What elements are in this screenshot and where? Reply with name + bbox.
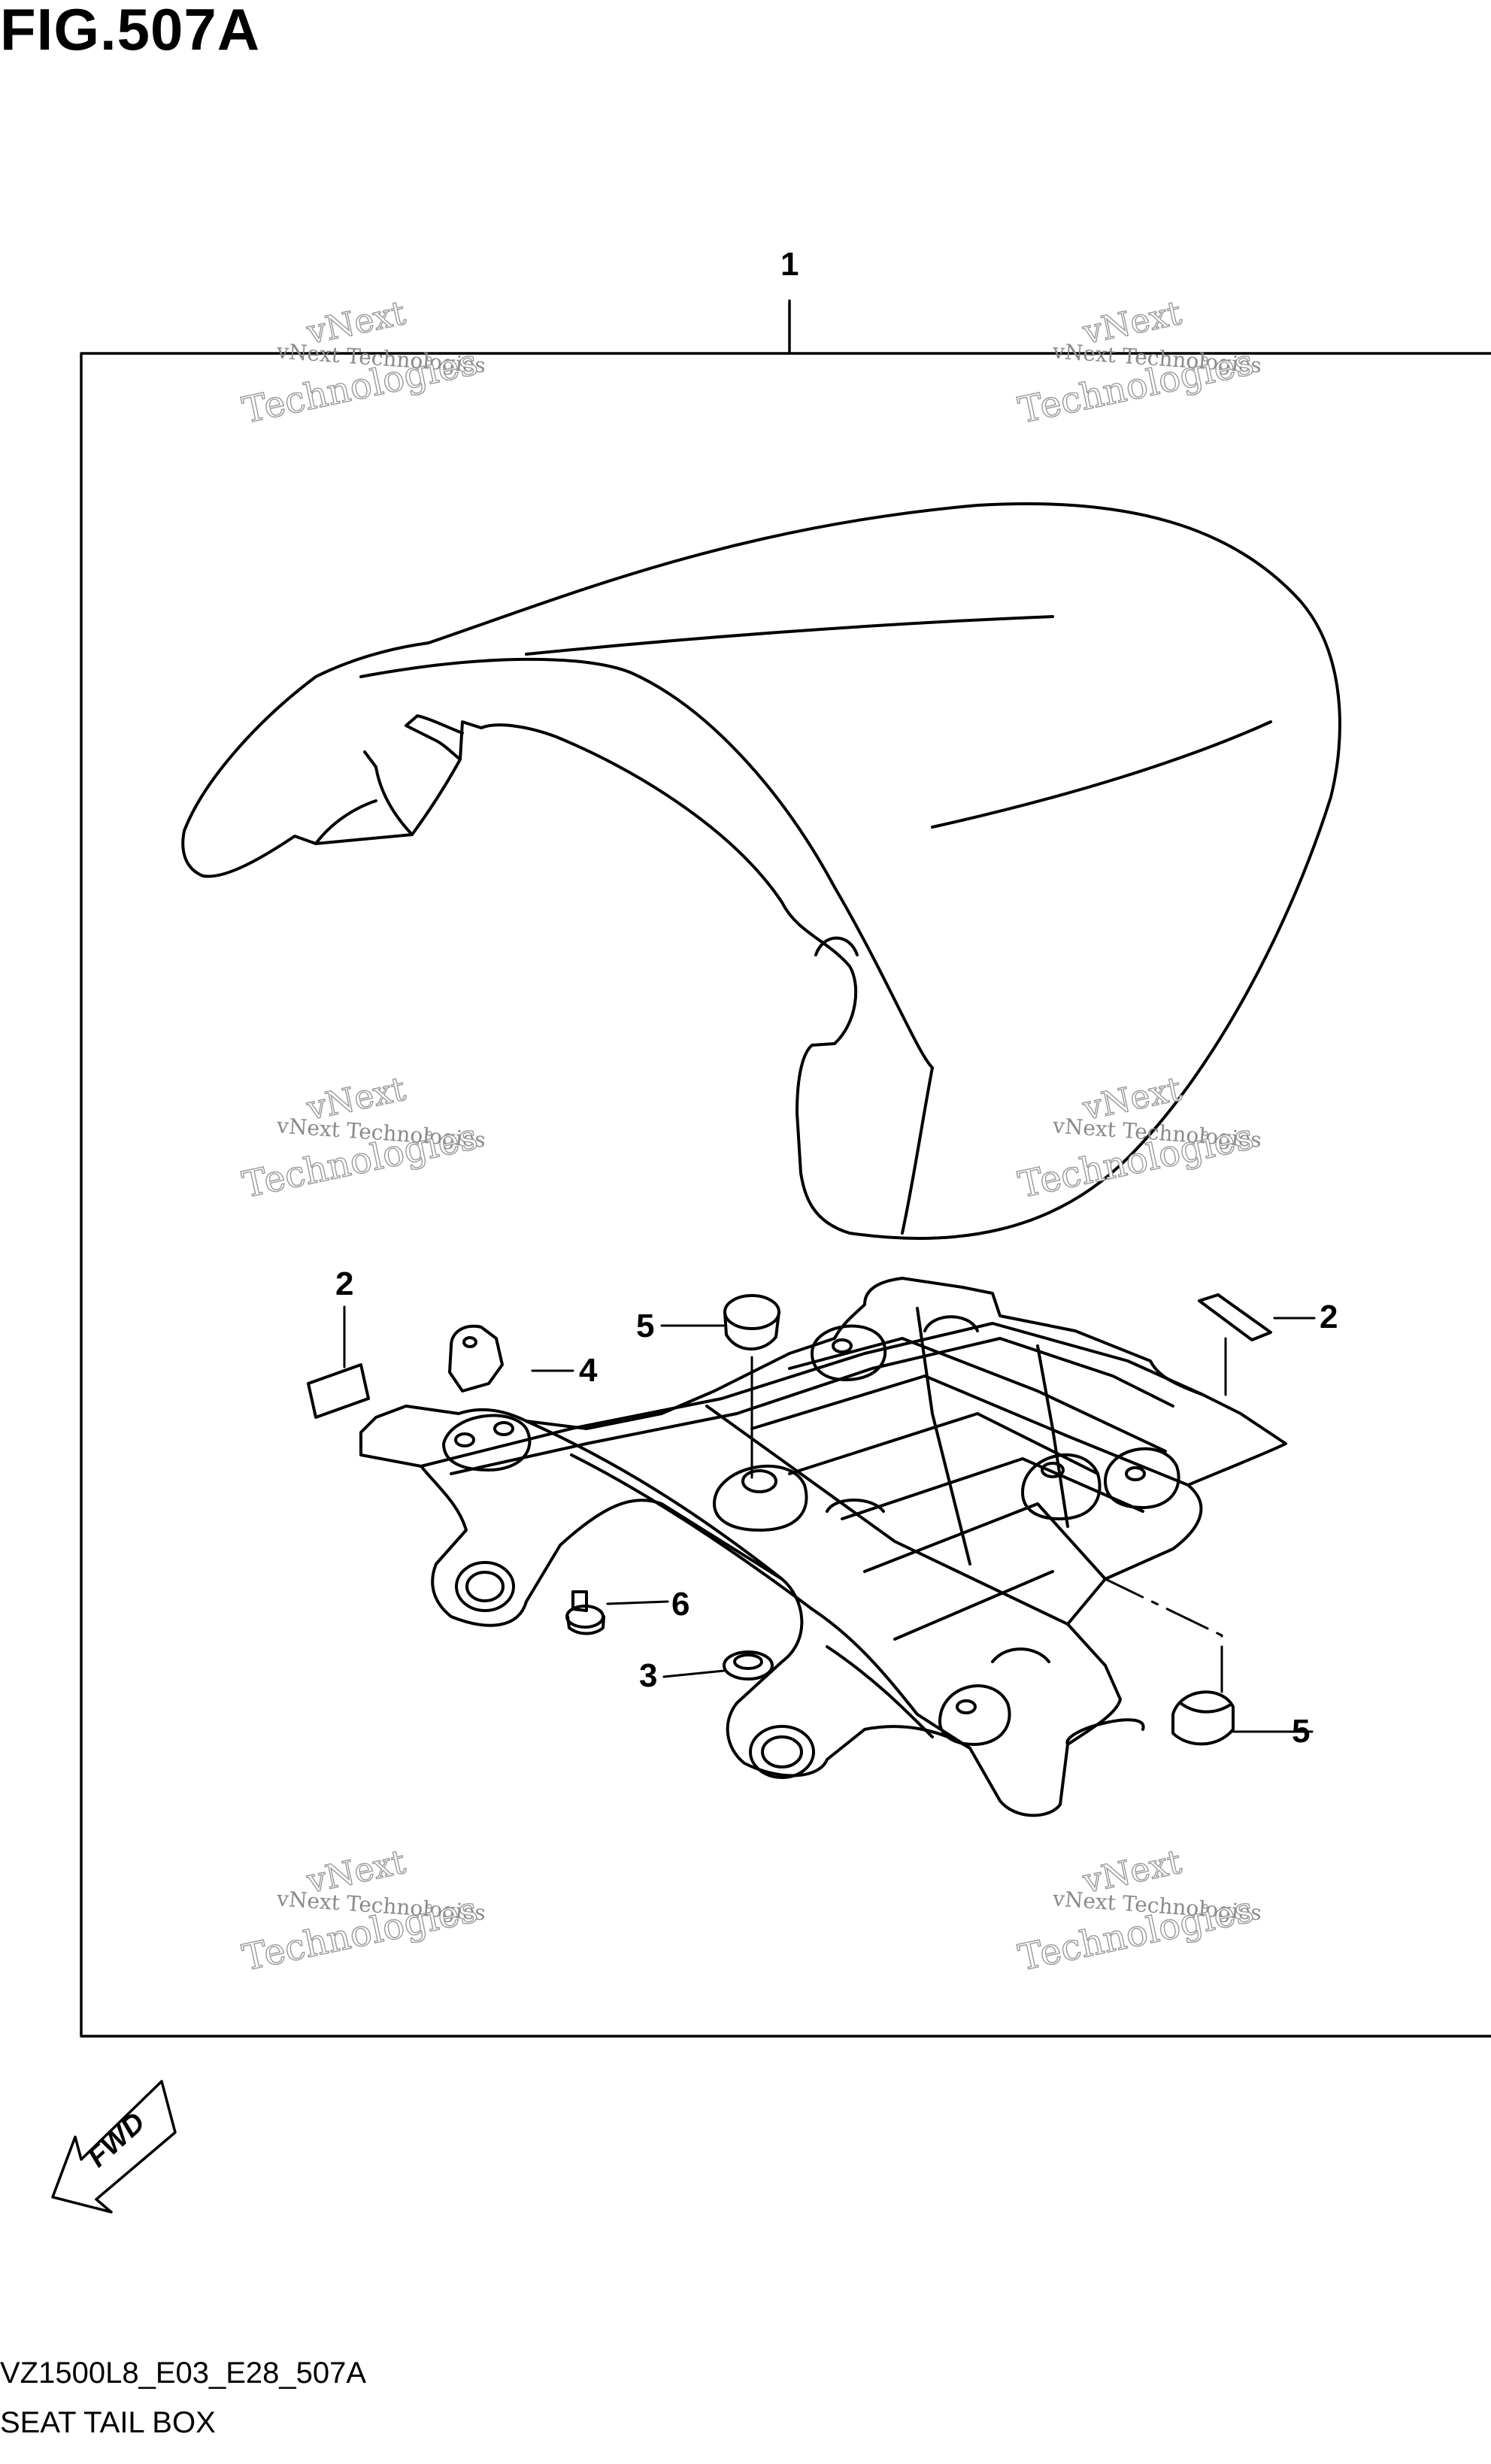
callout-6: 6 — [671, 1586, 690, 1623]
callout-1: 1 — [780, 246, 799, 283]
cushion-upper — [723, 1294, 780, 1351]
figure-code: VZ1500L8_E03_E28_507A — [0, 2356, 367, 2390]
seat-base-plate — [359, 1277, 1287, 1817]
callout-5-lower: 5 — [1292, 1713, 1311, 1750]
figure-title: FIG.507A — [0, 0, 261, 62]
cushion-lower — [1171, 1690, 1235, 1746]
callout-3: 3 — [639, 1657, 658, 1694]
assembly-frame — [80, 299, 1491, 2038]
grommet — [723, 1650, 774, 1681]
callout-2-left: 2 — [335, 1265, 354, 1302]
label-plate-right — [1198, 1293, 1272, 1341]
label-plate-left — [307, 1363, 370, 1419]
callout-4: 4 — [579, 1352, 598, 1389]
callout-5-upper: 5 — [636, 1308, 655, 1344]
leader-lines — [343, 1305, 1316, 1733]
seat-tail-cover — [181, 502, 1341, 1240]
callout-2-right: 2 — [1320, 1299, 1338, 1335]
fwd-arrow-icon — [51, 2080, 177, 2214]
clip-nut — [448, 1324, 504, 1393]
screw — [565, 1590, 605, 1635]
figure-name: SEAT TAIL BOX — [0, 2406, 216, 2439]
